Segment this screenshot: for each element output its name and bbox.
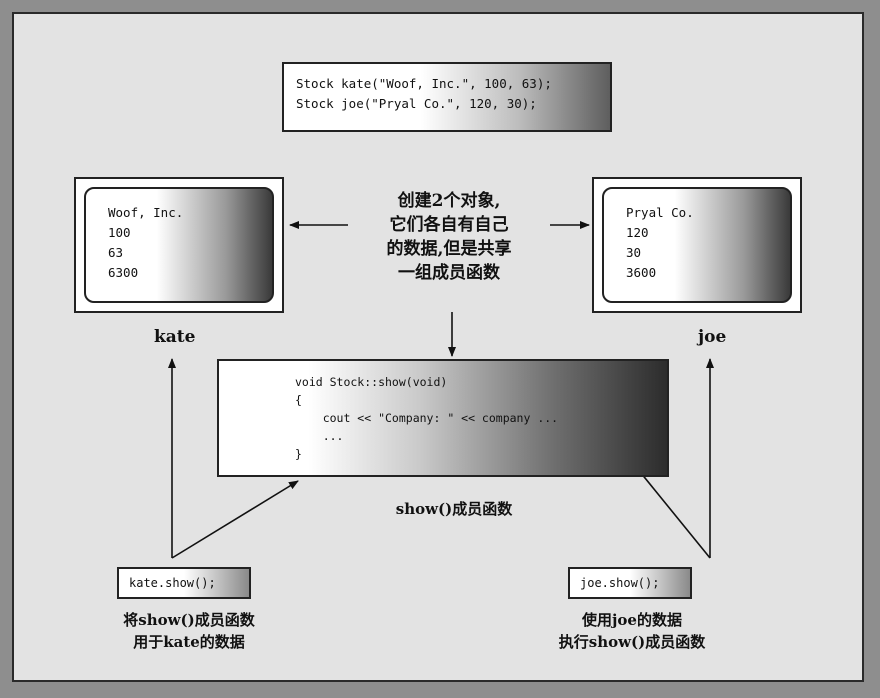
kate-share-val: 63 (108, 245, 124, 260)
function-line-2: { (295, 393, 302, 407)
joe-company: Pryal Co. (626, 205, 694, 220)
function-line-5: } (295, 447, 302, 461)
kate-object-box: Woof, Inc. 100 63 6300 (74, 177, 284, 313)
kate-label: kate (154, 327, 196, 347)
function-line-1: void Stock::show(void) (295, 375, 448, 389)
joe-data-panel: Pryal Co. 120 30 3600 (602, 187, 792, 303)
joe-shares: 120 (626, 225, 649, 240)
declaration-line-joe: Stock joe("Pryal Co.", 120, 30); (296, 96, 537, 111)
kate-caption-line-2: 用于kate的数据 (133, 633, 245, 651)
center-note-line-4: 一组成员函数 (398, 263, 500, 283)
center-note: 创建2个对象, 它们各自有自己 的数据,但是共享 一组成员函数 (352, 189, 546, 285)
joe-share-val: 30 (626, 245, 642, 260)
kate-call-box: kate.show(); (117, 567, 251, 599)
kate-shares: 100 (108, 225, 131, 240)
function-line-3: cout << "Company: " << company ... (295, 411, 559, 425)
joe-caption-line-1: 使用joe的数据 (582, 611, 682, 629)
arrows-layer (168, 221, 714, 559)
function-caption: show()成员函数 (395, 500, 513, 518)
joe-caption-line-2: 执行show()成员函数 (558, 633, 706, 651)
show-function-box: void Stock::show(void) { cout << "Compan… (217, 359, 669, 477)
joe-call-caption: 使用joe的数据 执行show()成员函数 (522, 609, 742, 653)
arrow-kate-call-to-function (171, 480, 299, 559)
declaration-box: Stock kate("Woof, Inc.", 100, 63); Stock… (282, 62, 612, 132)
kate-caption-line-1: 将show()成员函数 (123, 611, 255, 629)
joe-call-box: joe.show(); (568, 567, 692, 599)
declaration-line-kate: Stock kate("Woof, Inc.", 100, 63); (296, 76, 552, 91)
kate-company: Woof, Inc. (108, 205, 184, 220)
center-note-line-2: 它们各自有自己 (389, 215, 509, 235)
joe-total-val: 3600 (626, 265, 657, 280)
center-note-line-3: 的数据,但是共享 (386, 239, 512, 259)
diagram-panel: Stock kate("Woof, Inc.", 100, 63); Stock… (12, 12, 864, 682)
kate-data-panel: Woof, Inc. 100 63 6300 (84, 187, 274, 303)
joe-label: joe (698, 327, 727, 347)
joe-object-box: Pryal Co. 120 30 3600 (592, 177, 802, 313)
center-note-line-1: 创建2个对象, (397, 191, 501, 211)
function-line-4: ... (295, 429, 344, 443)
kate-call-caption: 将show()成员函数 用于kate的数据 (94, 609, 284, 653)
arrow-joe-call-to-function (631, 461, 711, 559)
kate-total-val: 6300 (108, 265, 139, 280)
